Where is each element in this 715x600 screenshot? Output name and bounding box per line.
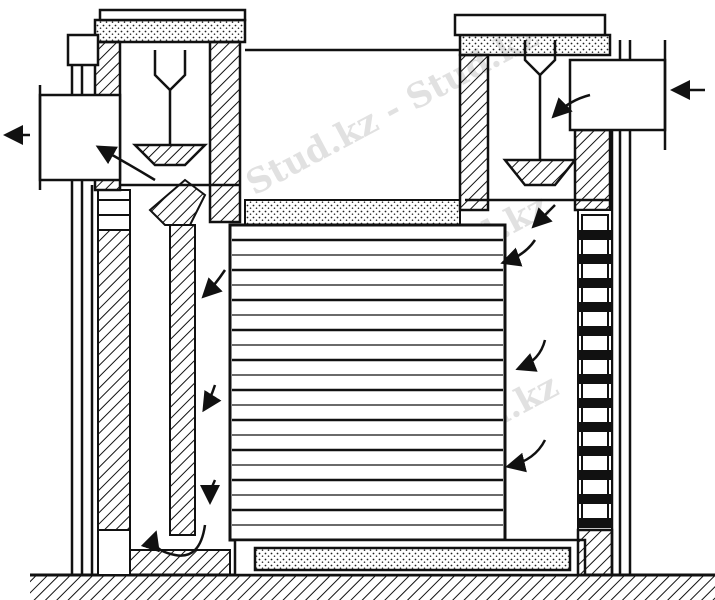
ground xyxy=(30,573,715,600)
flow-arrow-icon xyxy=(515,339,547,372)
top-insulation-slab xyxy=(244,199,461,226)
brick-joint xyxy=(577,278,613,288)
brick xyxy=(581,406,609,424)
flow-arrow-icon xyxy=(500,239,537,267)
brick xyxy=(581,238,609,256)
brick-joint xyxy=(577,518,613,528)
flow-arrow-icon xyxy=(200,479,221,505)
left-fan xyxy=(120,50,240,187)
brick xyxy=(581,454,609,472)
right-fan xyxy=(465,40,610,202)
brick xyxy=(581,310,609,328)
right-brick-column xyxy=(577,209,613,531)
flow-arrow-icon xyxy=(201,269,227,299)
brick-joint xyxy=(577,302,613,312)
left-air-duct xyxy=(38,85,122,190)
brick xyxy=(581,334,609,352)
brick xyxy=(581,214,609,232)
brick xyxy=(581,478,609,496)
left-wall xyxy=(97,189,231,576)
plate-stack xyxy=(228,223,507,542)
brick xyxy=(581,382,609,400)
bottom-hearth xyxy=(233,528,614,577)
flow-arrow-icon xyxy=(531,204,556,229)
brick-joint xyxy=(577,254,613,264)
brick xyxy=(581,286,609,304)
baffle-wall xyxy=(148,178,207,536)
airflow-arrows xyxy=(3,80,705,557)
brick-joint xyxy=(577,494,613,504)
flow-arrow-icon xyxy=(505,439,547,473)
flow-arrow-icon xyxy=(551,93,591,119)
brick-joint xyxy=(577,446,613,456)
flow-arrow-icon xyxy=(140,524,207,557)
brick xyxy=(581,502,609,520)
brick-joint xyxy=(577,398,613,408)
brick-joint xyxy=(577,470,613,480)
brick-joint xyxy=(577,374,613,384)
flow-arrow-icon xyxy=(202,384,222,413)
brick-joint xyxy=(577,230,613,240)
flow-arrow-icon xyxy=(95,145,156,182)
brick-joint xyxy=(577,326,613,336)
brick xyxy=(581,262,609,280)
brick-joint xyxy=(577,422,613,432)
brick xyxy=(581,430,609,448)
brick xyxy=(581,358,609,376)
right-fan-chamber xyxy=(245,13,612,212)
brick-joint xyxy=(577,350,613,360)
